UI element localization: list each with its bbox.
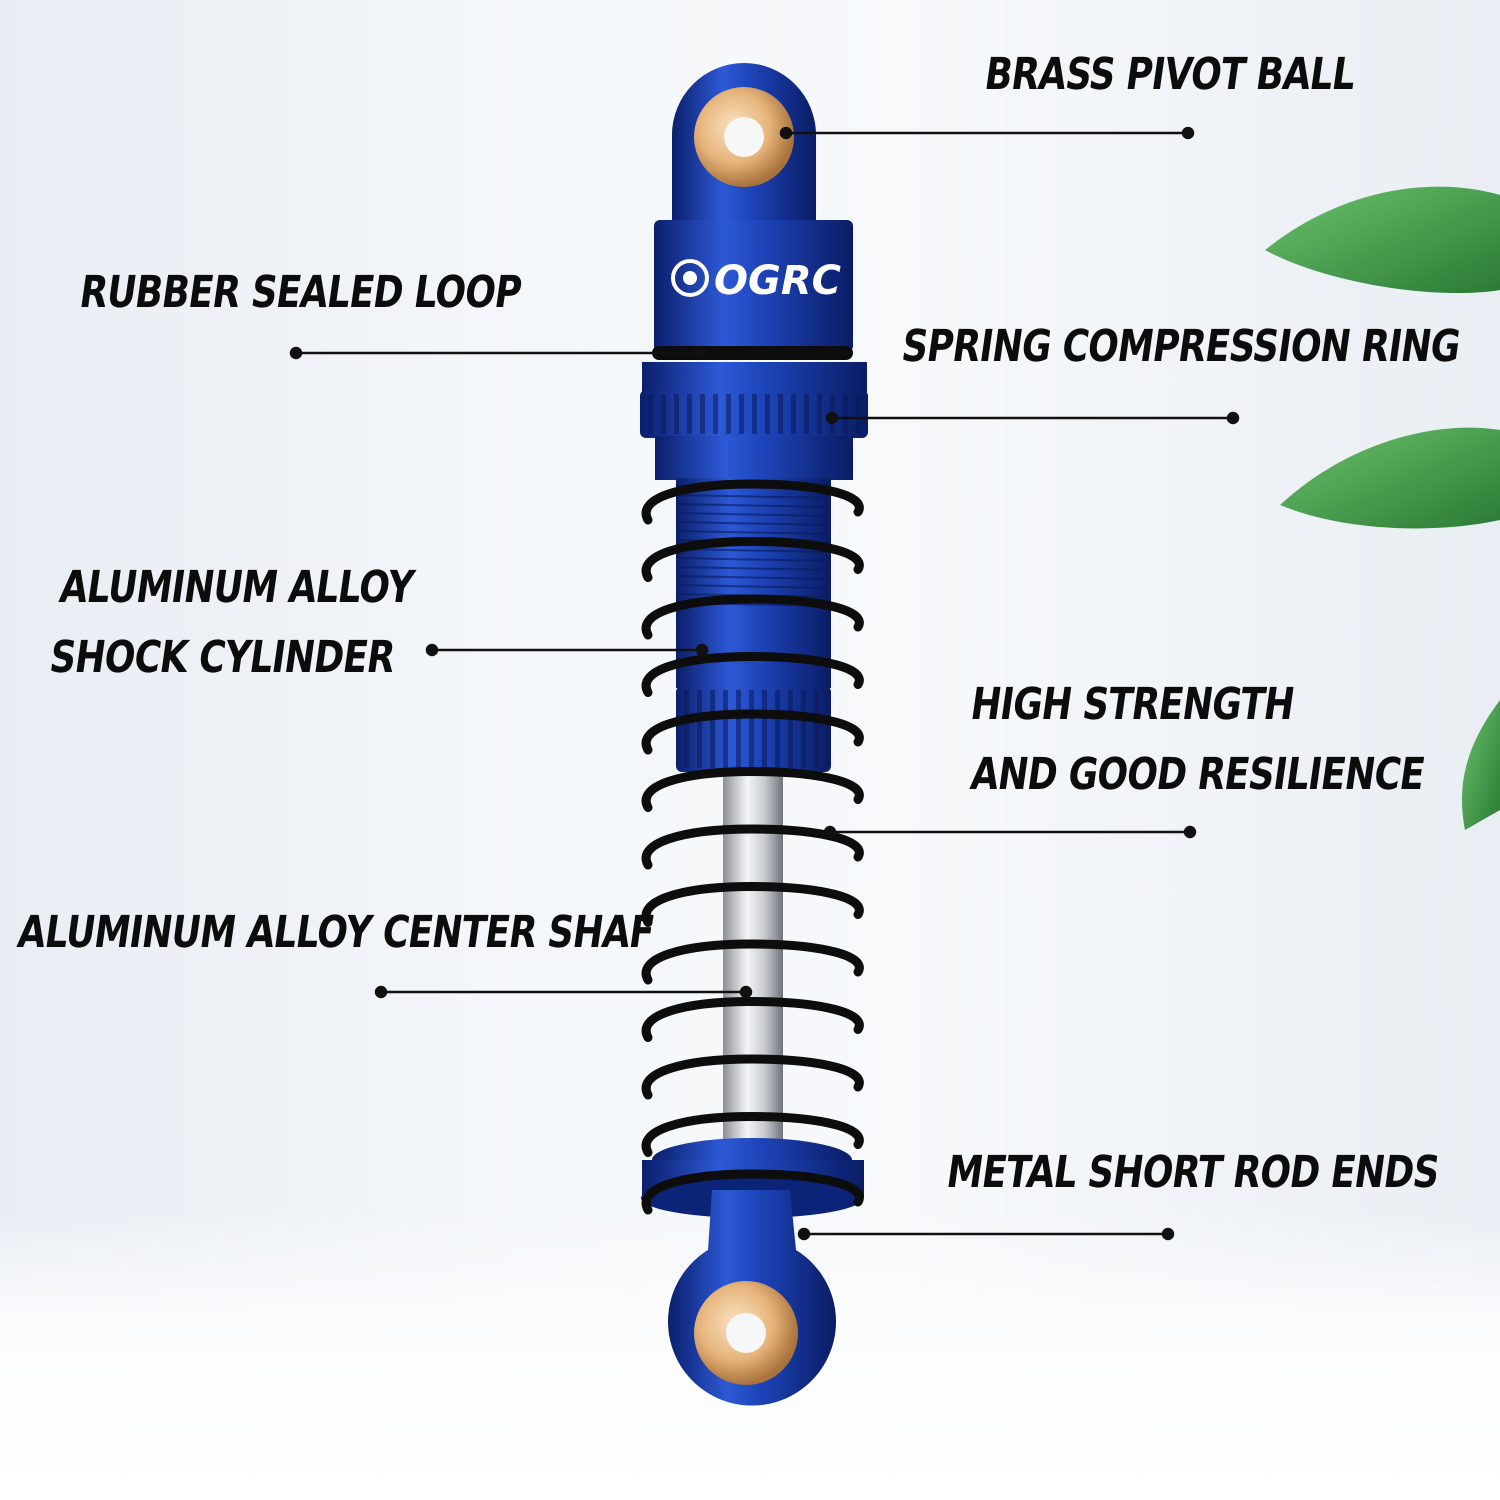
spring-coil <box>641 996 864 1042</box>
callout-high-strength-line1: HIGH STRENGTH <box>967 679 1298 730</box>
callout-brass-pivot-ball: BRASS PIVOT BALL <box>981 49 1359 100</box>
spring-coil <box>641 939 864 985</box>
spring-coil <box>641 824 864 870</box>
callout-high-strength-line2: AND GOOD RESILIENCE <box>967 749 1428 800</box>
spring-coil <box>641 594 864 640</box>
top-mount-eyelet <box>672 63 816 230</box>
spring-coil <box>641 1169 864 1215</box>
rod-end-eyelet <box>668 1190 837 1406</box>
shock-cylinder <box>676 478 831 772</box>
coil-spring <box>641 479 864 1215</box>
spring-coil <box>641 651 864 697</box>
callout-shock-cylinder-line2: SHOCK CYLINDER <box>46 632 398 683</box>
spring-compression-ring <box>640 362 868 480</box>
callout-leaders <box>289 126 1240 1241</box>
spring-coil <box>641 479 864 525</box>
brand-logo: OGRC <box>714 258 841 304</box>
callout-shock-cylinder-line1: ALUMINUM ALLOY <box>56 562 417 613</box>
spring-coil <box>641 1111 864 1157</box>
spring-coil <box>641 766 864 812</box>
spring-coil <box>641 709 864 755</box>
upper-cap: OGRC <box>654 220 853 352</box>
callout-spring-compression-ring: SPRING COMPRESSION RING <box>898 321 1464 372</box>
spring-coil <box>641 881 864 927</box>
leaf-decoration <box>1265 186 1500 830</box>
callout-rod-ends: METAL SHORT ROD ENDS <box>943 1147 1443 1198</box>
callout-rubber-sealed-loop: RUBBER SEALED LOOP <box>76 267 525 318</box>
spring-coil <box>641 536 864 582</box>
callout-center-shaft: ALUMINUM ALLOY CENTER SHAF <box>14 907 657 958</box>
center-shaft <box>723 770 783 1170</box>
spring-coil <box>641 1054 864 1100</box>
